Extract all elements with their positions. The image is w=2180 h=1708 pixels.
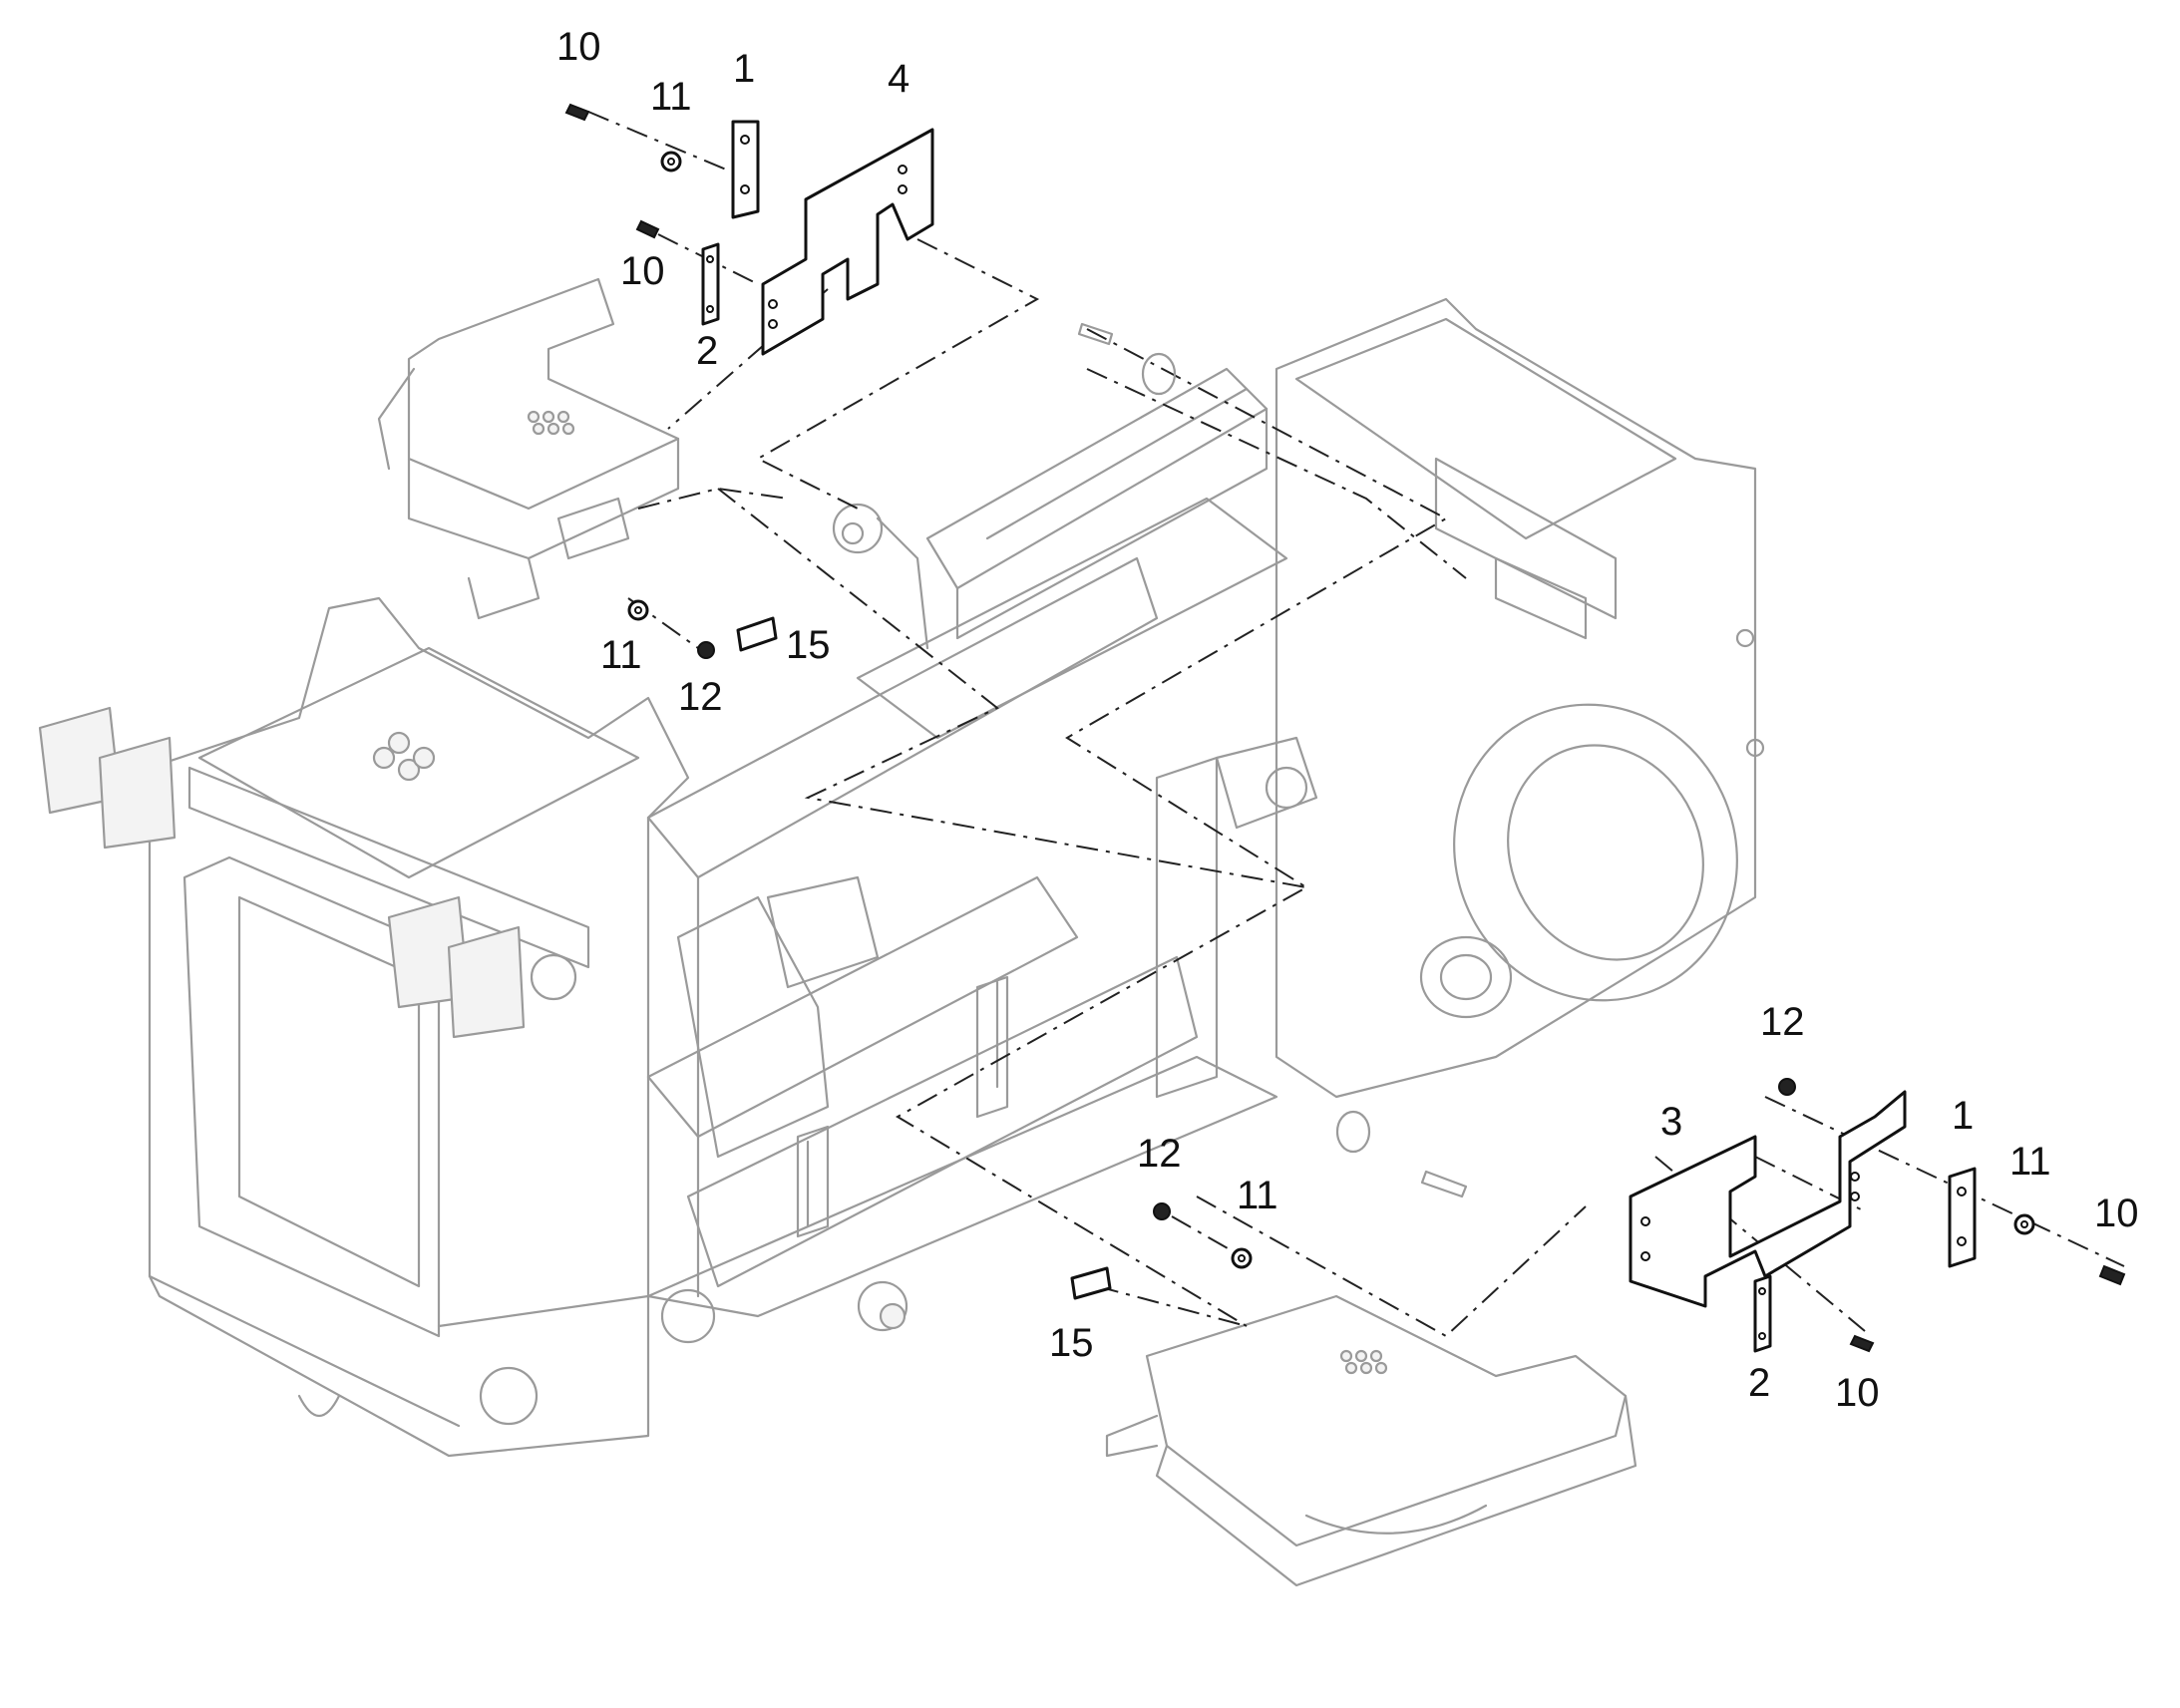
callout-15-bottom: 15	[1049, 1321, 1094, 1365]
lower-bushing-bolt	[1335, 1110, 1468, 1198]
lower-bracket-assembly	[1070, 1078, 2126, 1353]
part-15-block-left	[736, 616, 778, 652]
callout-11-left: 11	[600, 633, 642, 677]
callout-12-left: 12	[678, 675, 723, 719]
callout-10-mid: 10	[620, 249, 665, 293]
step-platform-right	[1105, 1294, 1637, 1587]
callout-11-right: 11	[2009, 1140, 2051, 1184]
part-10-bolt-bottom	[1849, 1334, 1875, 1353]
part-2-strip-top	[701, 242, 720, 326]
part-1-plate-top	[731, 120, 760, 219]
upper-bracket-assembly	[564, 103, 934, 659]
callout-4-top: 4	[888, 57, 909, 101]
part-10-bolt-mid	[635, 219, 660, 239]
callout-3-right: 3	[1660, 1100, 1682, 1144]
callout-11-bottom: 11	[1237, 1174, 1278, 1217]
part-12-nut-left	[697, 641, 715, 659]
callout-10-right: 10	[2094, 1192, 2139, 1235]
part-3-bracket	[1629, 1090, 1907, 1308]
part-12-nut-right	[1778, 1078, 1796, 1096]
step-platform-left	[377, 277, 680, 620]
callout-10-bottom: 10	[1835, 1371, 1880, 1415]
part-4-bracket	[761, 128, 934, 356]
callout-1-right: 1	[1952, 1094, 1974, 1138]
callout-10-top: 10	[556, 25, 601, 69]
part-1-plate-right	[1948, 1167, 1977, 1268]
part-2-strip-bottom	[1753, 1274, 1772, 1353]
upper-bushing-bolt	[1077, 322, 1177, 396]
callout-12-bottom: 12	[1137, 1132, 1182, 1176]
callout-labels: 10 11 1 4 10 2 11 12 15 12 3 1 11 10 12 …	[556, 25, 2139, 1415]
callout-2-top: 2	[696, 329, 718, 373]
callout-2-bottom: 2	[1748, 1361, 1770, 1405]
callout-11-top: 11	[650, 75, 692, 119]
part-15-block-bottom	[1070, 1266, 1112, 1300]
callout-1-top: 1	[733, 47, 755, 91]
callout-12-right: 12	[1760, 1000, 1805, 1044]
part-12-nut-bottom	[1153, 1202, 1171, 1220]
callout-15-left: 15	[786, 623, 831, 667]
chassis-frame	[38, 297, 1765, 1458]
part-10-bolt-top	[564, 103, 590, 122]
part-10-bolt-right	[2098, 1264, 2126, 1286]
